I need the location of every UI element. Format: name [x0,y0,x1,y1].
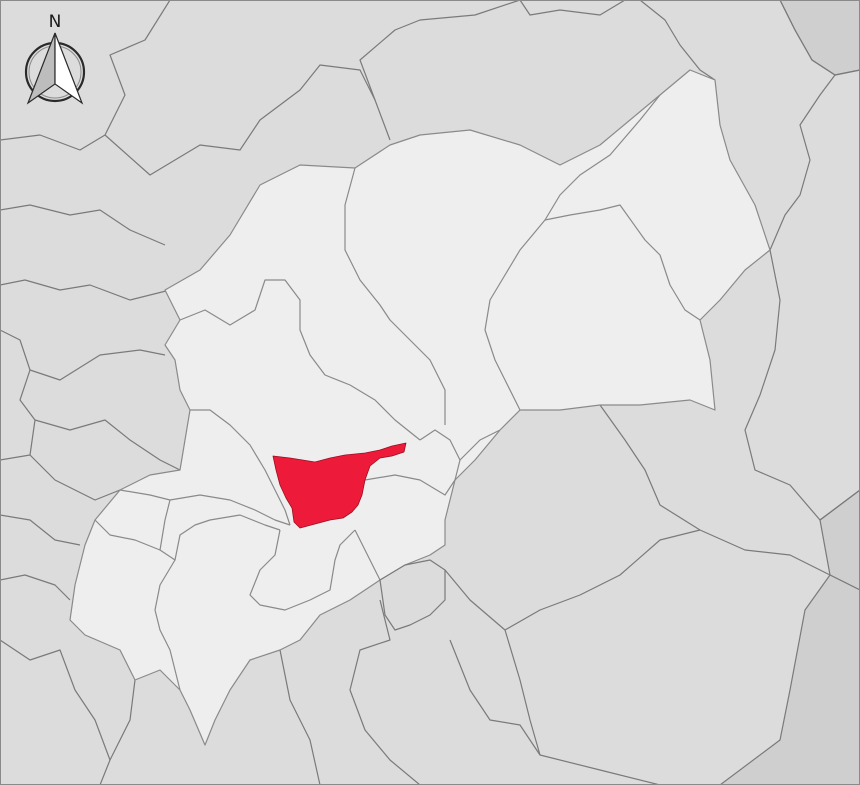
study-area-inner-border-2 [484,94,661,411]
region-west-border-1 [0,204,166,246]
study-area-inner-border-12 [364,474,456,496]
region-west-border-5 [34,419,181,471]
study-area-inner-border-6 [119,489,291,526]
region-south-border-2 [504,629,661,785]
study-area-inner-border-1 [344,167,446,425]
region-east-border-2 [769,74,836,251]
study-area-inner-border-5 [190,409,291,526]
study-area-inner-border-11 [354,529,381,581]
highlighted-region [272,442,407,529]
region-southwest-border-2 [0,639,111,761]
region-north-border-3 [359,0,521,101]
study-area-regions [69,69,771,746]
region-north-border-1 [0,0,171,151]
study-area-outline [69,69,771,746]
north-arrow-icon [24,32,86,105]
region-southwest-border-1 [99,679,136,785]
region-west-border-6 [29,454,121,501]
study-area-inner-border-10 [249,529,356,611]
region-south-border-4 [449,639,541,756]
region-west-border-7 [0,514,81,546]
study-area-inner-border-7 [94,499,171,551]
south-embedded-region [379,559,446,631]
region-west-border-8 [0,574,71,601]
region-south-border-5 [279,649,321,785]
region-west-border-2 [0,279,171,301]
study-area-inner-border-13 [419,429,461,481]
north-arrow: N [24,12,86,105]
north-label: N [49,12,62,32]
region-south-border-1 [444,529,701,631]
study-area-inner-border-14 [459,429,501,461]
study-area-inner-border-3 [544,204,701,321]
region-south-border-3 [349,599,421,785]
region-north-border-2 [104,64,391,176]
region-south-enclave [379,559,446,631]
region-east-border-4 [599,404,831,576]
study-area-inner-border-9 [154,559,181,691]
region-east-border-1 [779,0,860,76]
region-north-border-5 [639,0,716,81]
region-west-border-3 [0,329,166,381]
region-north-border-4 [519,0,626,16]
study-area-inner-border-8 [159,514,281,561]
region-southeast-corner [719,574,860,785]
region-east-border-3 [744,249,860,521]
study-area-inner-border-4 [179,279,421,441]
